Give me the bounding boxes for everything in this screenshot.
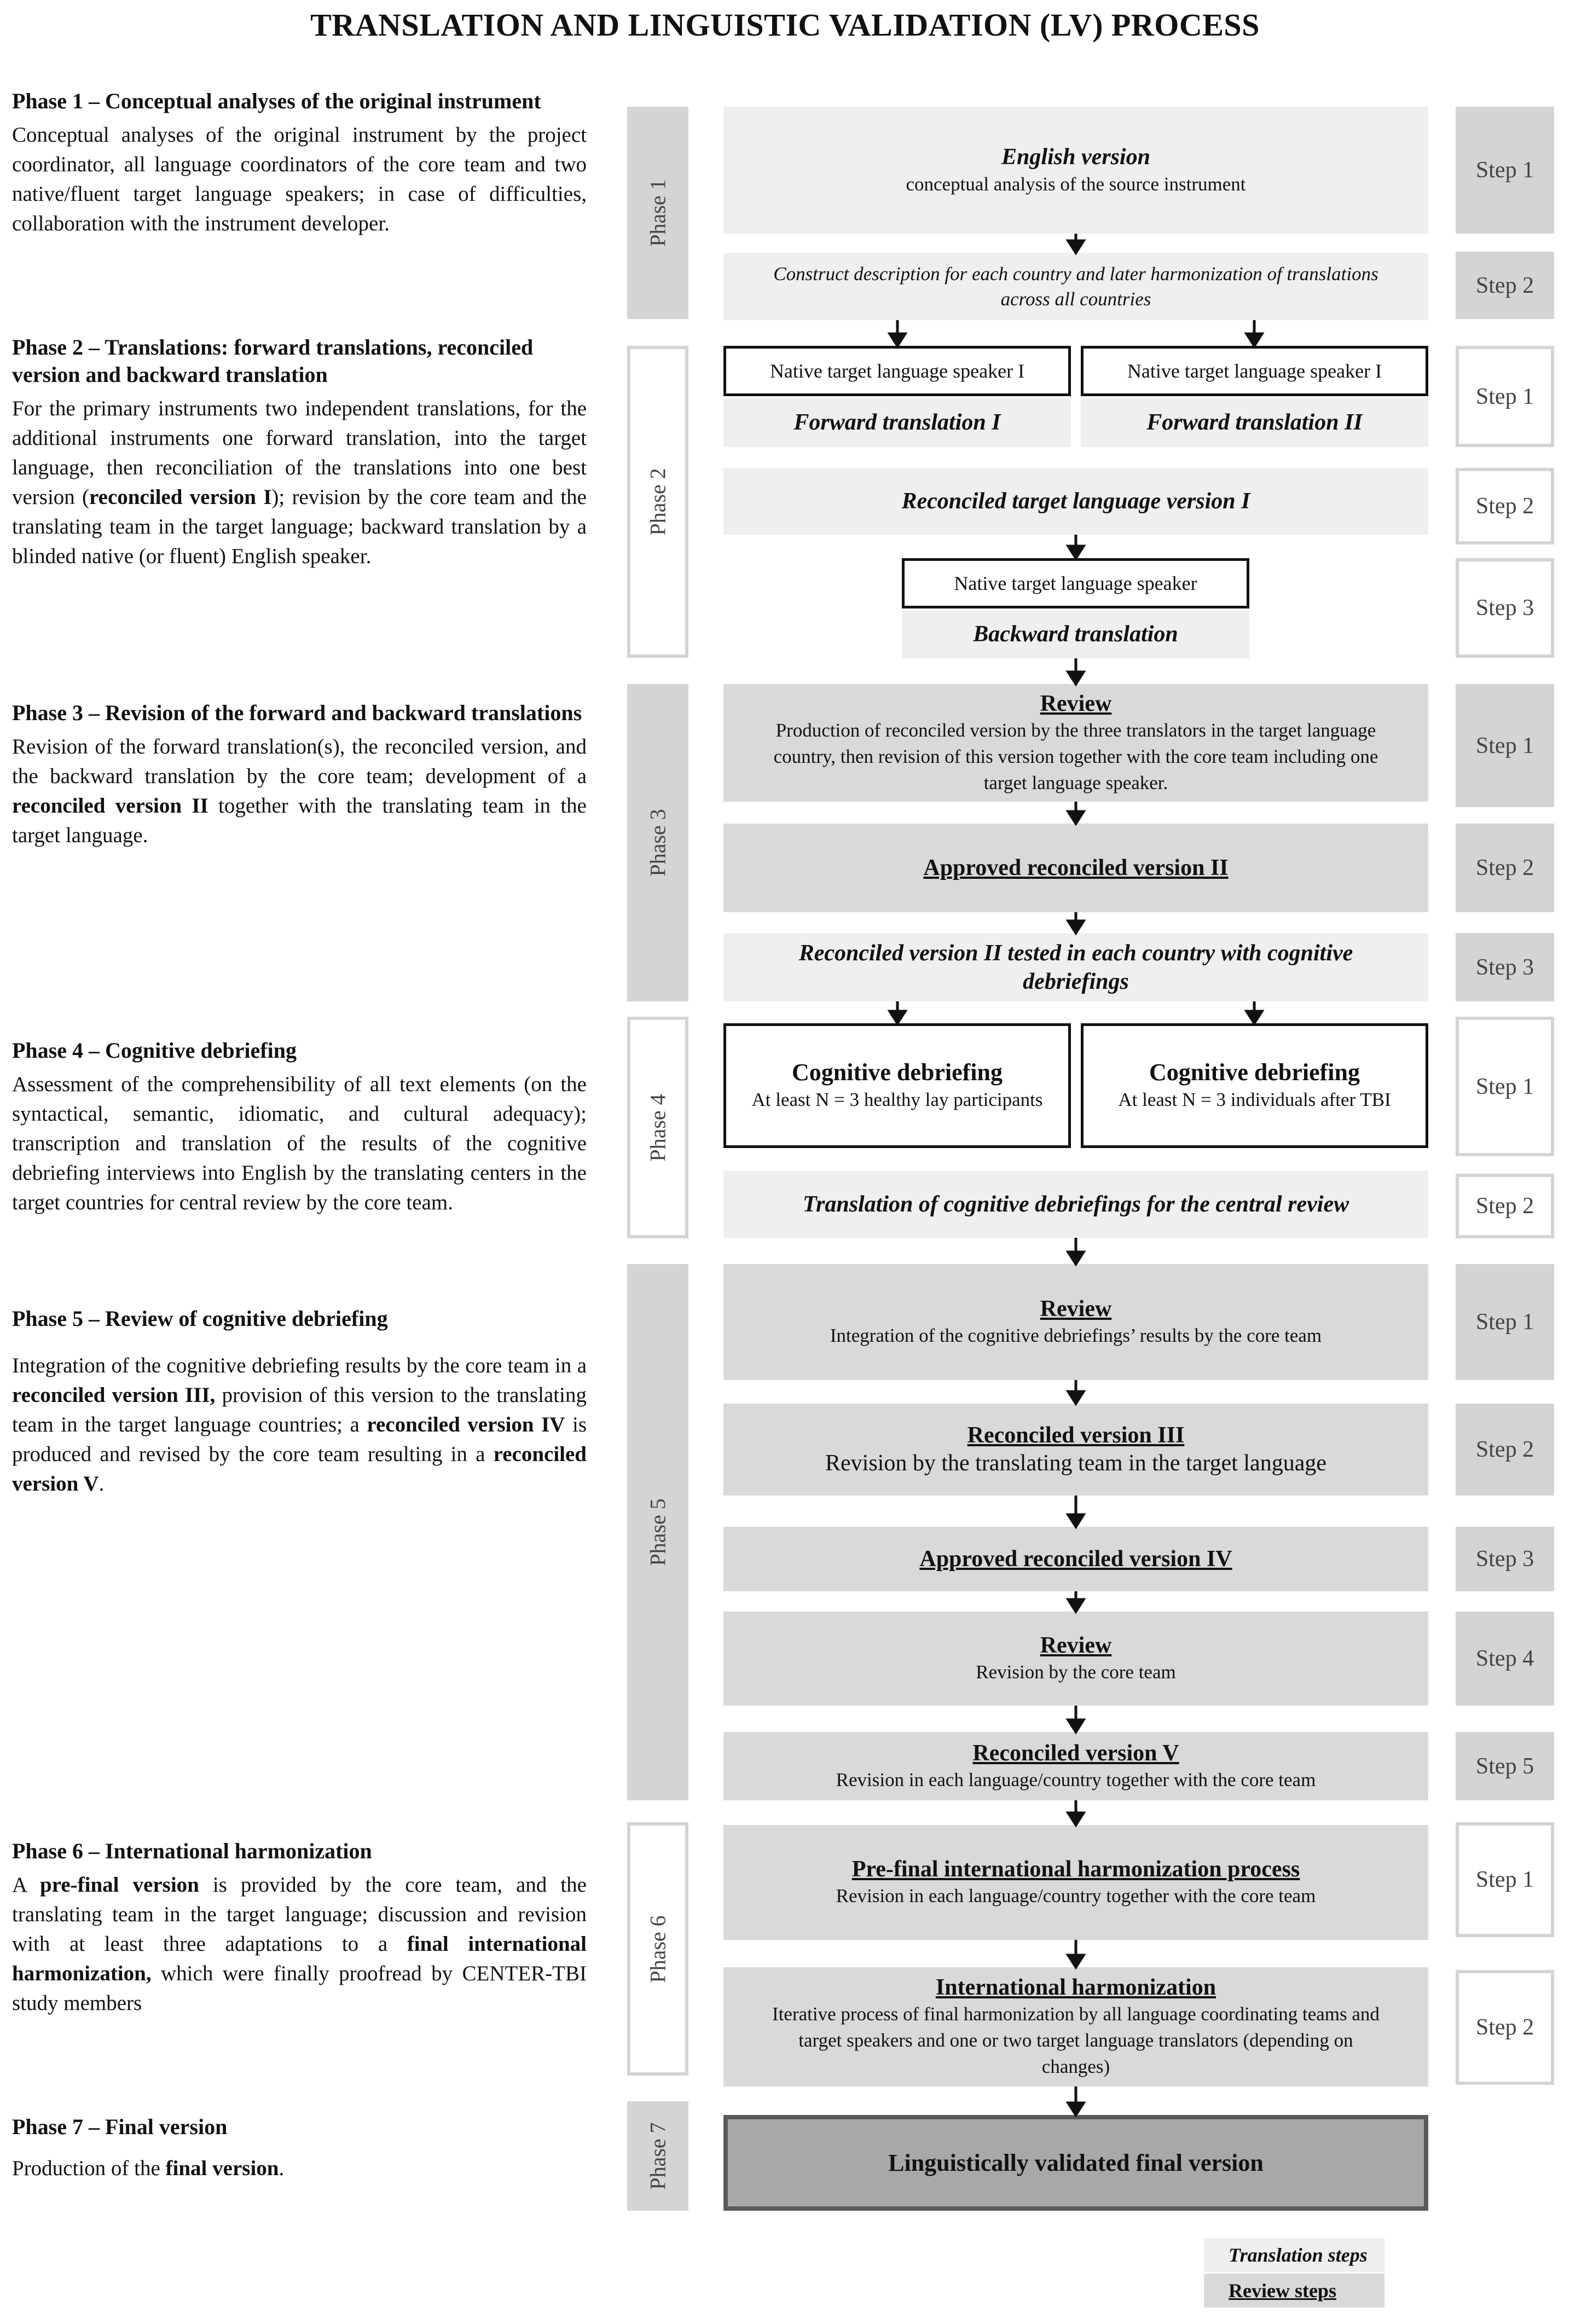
native-speaker-box: Native target language speaker [902,558,1249,608]
phase-4-step-1: Step 1 [1456,1017,1554,1156]
page-title: TRANSLATION AND LINGUISTIC VALIDATION (L… [310,7,1260,43]
forward-translation-II-box: Forward translation II [1081,398,1428,447]
tested-version-II-box: Reconciled version II tested in each cou… [723,933,1428,1001]
arrow-down-icon [1065,2101,1086,2118]
phase-6-heading: Phase 6 – International harmonization [12,1839,372,1863]
phase-6-rail: Phase 6 [627,1822,688,2076]
international-harmonization-box: International harmonization Iterative pr… [723,1967,1428,2087]
arrow-down-icon [887,332,908,349]
phase-7-description: Phase 7 – Final version Production of th… [12,2113,587,2183]
phase-4-description: Phase 4 – Cognitive debriefing Assessmen… [12,1037,587,1218]
approved-version-II-box: Approved reconciled version II [723,824,1428,912]
construct-description-box: Construct description for each country a… [723,253,1428,320]
arrow-down-icon [1244,1010,1265,1026]
phase-2-step-3: Step 3 [1456,558,1554,658]
arrow-down-icon [1065,1811,1086,1828]
phase-6-body: A pre-final version is provided by the c… [12,1873,587,2015]
legend-review-steps: Review steps [1204,2274,1384,2308]
phase-5-step-3: Step 3 [1456,1527,1554,1591]
phase-1-body: Conceptual analyses of the original inst… [12,123,587,235]
english-version-box: English version conceptual analysis of t… [723,107,1428,234]
phase-2-body: For the primary instruments two independ… [12,397,587,568]
native-speaker-I-left: Native target language speaker I [723,346,1071,396]
arrow-down-icon [1244,332,1265,349]
backward-translation-box: Backward translation [902,610,1249,658]
arrow-down-icon [1065,1250,1086,1267]
phase-5-review-2-box: Review Revision by the core team [723,1612,1428,1706]
arrow-down-icon [1065,1718,1086,1735]
phase-5-step-5: Step 5 [1456,1732,1554,1800]
phase-2-step-2: Step 2 [1456,468,1554,544]
phase-7-body: Production of the final version. [12,2157,285,2180]
phase-4-rail: Phase 4 [627,1017,688,1238]
phase-5-body: Integration of the cognitive debriefing … [12,1354,587,1496]
phase-2-description: Phase 2 – Translations: forward translat… [12,334,587,571]
phase-2-step-1: Step 1 [1456,346,1554,447]
final-version-box: Linguistically validated final version [723,2115,1428,2211]
reconciled-version-III-box: Reconciled version III Revision by the t… [723,1404,1428,1496]
arrow-down-icon [1065,670,1086,687]
phase-5-step-1: Step 1 [1456,1264,1554,1380]
native-speaker-I-right: Native target language speaker I [1081,346,1428,396]
phase-7-rail: Phase 7 [627,2101,688,2211]
phase-5-step-4: Step 4 [1456,1612,1554,1706]
legend-translation-steps: Translation steps [1204,2238,1384,2272]
arrow-down-icon [887,1010,908,1026]
phase-3-description: Phase 3 – Revision of the forward and ba… [12,699,587,850]
phase-6-step-1: Step 1 [1456,1822,1554,1937]
phase-1-step-2: Step 2 [1456,252,1554,319]
phase-3-review-box: Review Production of reconciled version … [723,684,1428,802]
reconciled-version-I-box: Reconciled target language version I [723,468,1428,535]
arrow-down-icon [1065,919,1086,936]
approved-version-IV-box: Approved reconciled version IV [723,1527,1428,1591]
translation-cognitive-debriefings-box: Translation of cognitive debriefings for… [723,1171,1428,1238]
phase-5-step-2: Step 2 [1456,1404,1554,1496]
phase-1-step-1: Step 1 [1456,107,1554,234]
phase-3-body: Revision of the forward translation(s), … [12,735,587,847]
phase-1-heading: Phase 1 – Conceptual analyses of the ori… [12,89,541,113]
pre-final-harmonization-box: Pre-final international harmonization pr… [723,1825,1428,1940]
arrow-down-icon [1065,810,1086,826]
phase-1-rail: Phase 1 [627,107,688,319]
phase-5-rail: Phase 5 [627,1264,688,1800]
phase-2-heading: Phase 2 – Translations: forward translat… [12,335,534,387]
phase-3-step-3: Step 3 [1456,933,1554,1001]
phase-4-step-2: Step 2 [1456,1174,1554,1238]
phase-4-body: Assessment of the comprehensibility of a… [12,1073,587,1214]
phase-1-description: Phase 1 – Conceptual analyses of the ori… [12,88,587,239]
phase-3-step-1: Step 1 [1456,684,1554,807]
phase-2-rail: Phase 2 [627,346,688,658]
phase-6-step-2: Step 2 [1456,1970,1554,2085]
arrow-down-icon [1065,1513,1086,1529]
phase-3-step-2: Step 2 [1456,824,1554,912]
arrow-down-icon [1065,1598,1086,1614]
arrow-down-icon [1065,1390,1086,1406]
reconciled-version-V-box: Reconciled version V Revision in each la… [723,1732,1428,1800]
phase-4-heading: Phase 4 – Cognitive debriefing [12,1038,297,1063]
cognitive-debriefing-lay-box: Cognitive debriefing At least N = 3 heal… [723,1023,1071,1148]
phase-7-heading: Phase 7 – Final version [12,2114,228,2139]
phase-5-description: Phase 5 – Review of cognitive debriefing… [12,1305,587,1499]
arrow-down-icon [1065,544,1086,561]
arrow-down-icon [1065,1954,1086,1970]
phase-5-heading: Phase 5 – Review of cognitive debriefing [12,1306,388,1331]
phase-5-review-box: Review Integration of the cognitive debr… [723,1264,1428,1380]
forward-translation-I-box: Forward translation I [723,398,1071,447]
arrow-down-icon [1065,239,1086,256]
phase-3-heading: Phase 3 – Revision of the forward and ba… [12,700,582,725]
phase-6-description: Phase 6 – International harmonization A … [12,1838,587,2018]
cognitive-debriefing-tbi-box: Cognitive debriefing At least N = 3 indi… [1081,1023,1428,1148]
phase-3-rail: Phase 3 [627,684,688,1001]
